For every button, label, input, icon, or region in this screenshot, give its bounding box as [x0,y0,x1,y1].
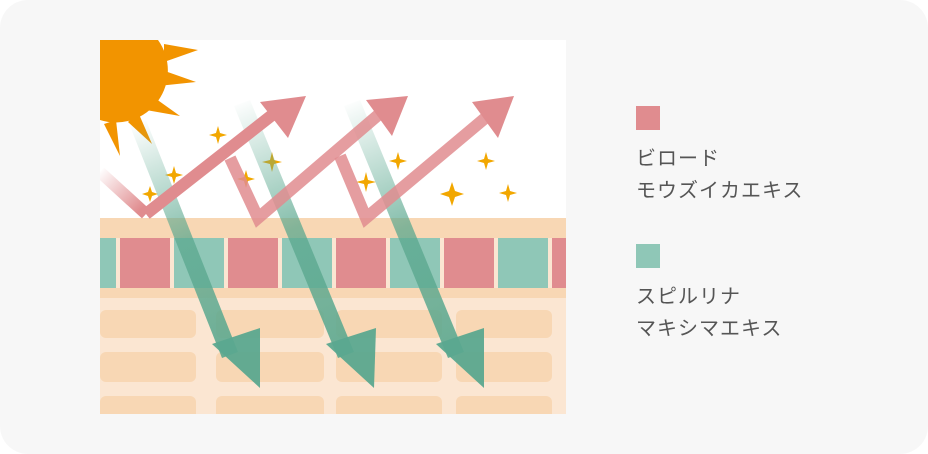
sparkle-icon [389,152,407,170]
pink-zigzag [224,105,388,228]
cell-pink [120,238,170,288]
legend-swatch-pink [636,106,660,130]
teal-arrow [234,100,376,388]
pink-arrows [100,96,514,228]
skin-block [456,396,552,414]
sparkle-icon [499,184,517,202]
cell-teal [498,238,548,288]
sparkle-icon [209,126,227,144]
cell-pink [444,238,494,288]
pink-zigzag [142,107,280,219]
teal-arrows [130,100,484,388]
cell-gap-band [100,288,566,298]
sparkle-icon [477,152,495,170]
teal-arrow [130,120,260,388]
cell-pink [336,238,386,288]
skin-block [100,352,196,382]
skin-block [336,310,442,338]
pink-arrowhead [366,96,408,136]
legend-label-line1: ビロード [636,146,720,170]
pink-arrowhead [260,96,306,138]
skin-block [100,310,196,338]
cell-pink [552,238,566,288]
pink-zigzag [334,109,494,228]
pink-arrowhead [472,96,514,138]
legend-label-line1: スピルリナ [636,284,741,308]
sparkle-icon [356,172,376,192]
legend-swatch-teal [636,244,660,268]
skin-block [336,396,442,414]
sparkle-icon [440,182,464,206]
pink-arrow-lead-in [100,167,151,219]
legend-item-teal: スピルリナ マキシマエキス [636,244,782,344]
sparkle-icon [142,186,158,202]
skin-block [216,310,324,338]
skin-block [100,396,196,414]
skin-surface-layer [100,218,566,238]
legend-label-line2: マキシマエキス [636,316,783,340]
cell-teal [100,238,116,288]
legend-item-pink: ビロード モウズイカエキス [636,106,803,206]
skin-block [216,396,324,414]
teal-arrow [344,100,484,388]
sparkle-icon [165,166,183,184]
legend-label-line2: モウズイカエキス [636,178,804,202]
cell-pink [228,238,278,288]
skin-protection-diagram [100,40,566,414]
sun-icon [100,40,198,156]
